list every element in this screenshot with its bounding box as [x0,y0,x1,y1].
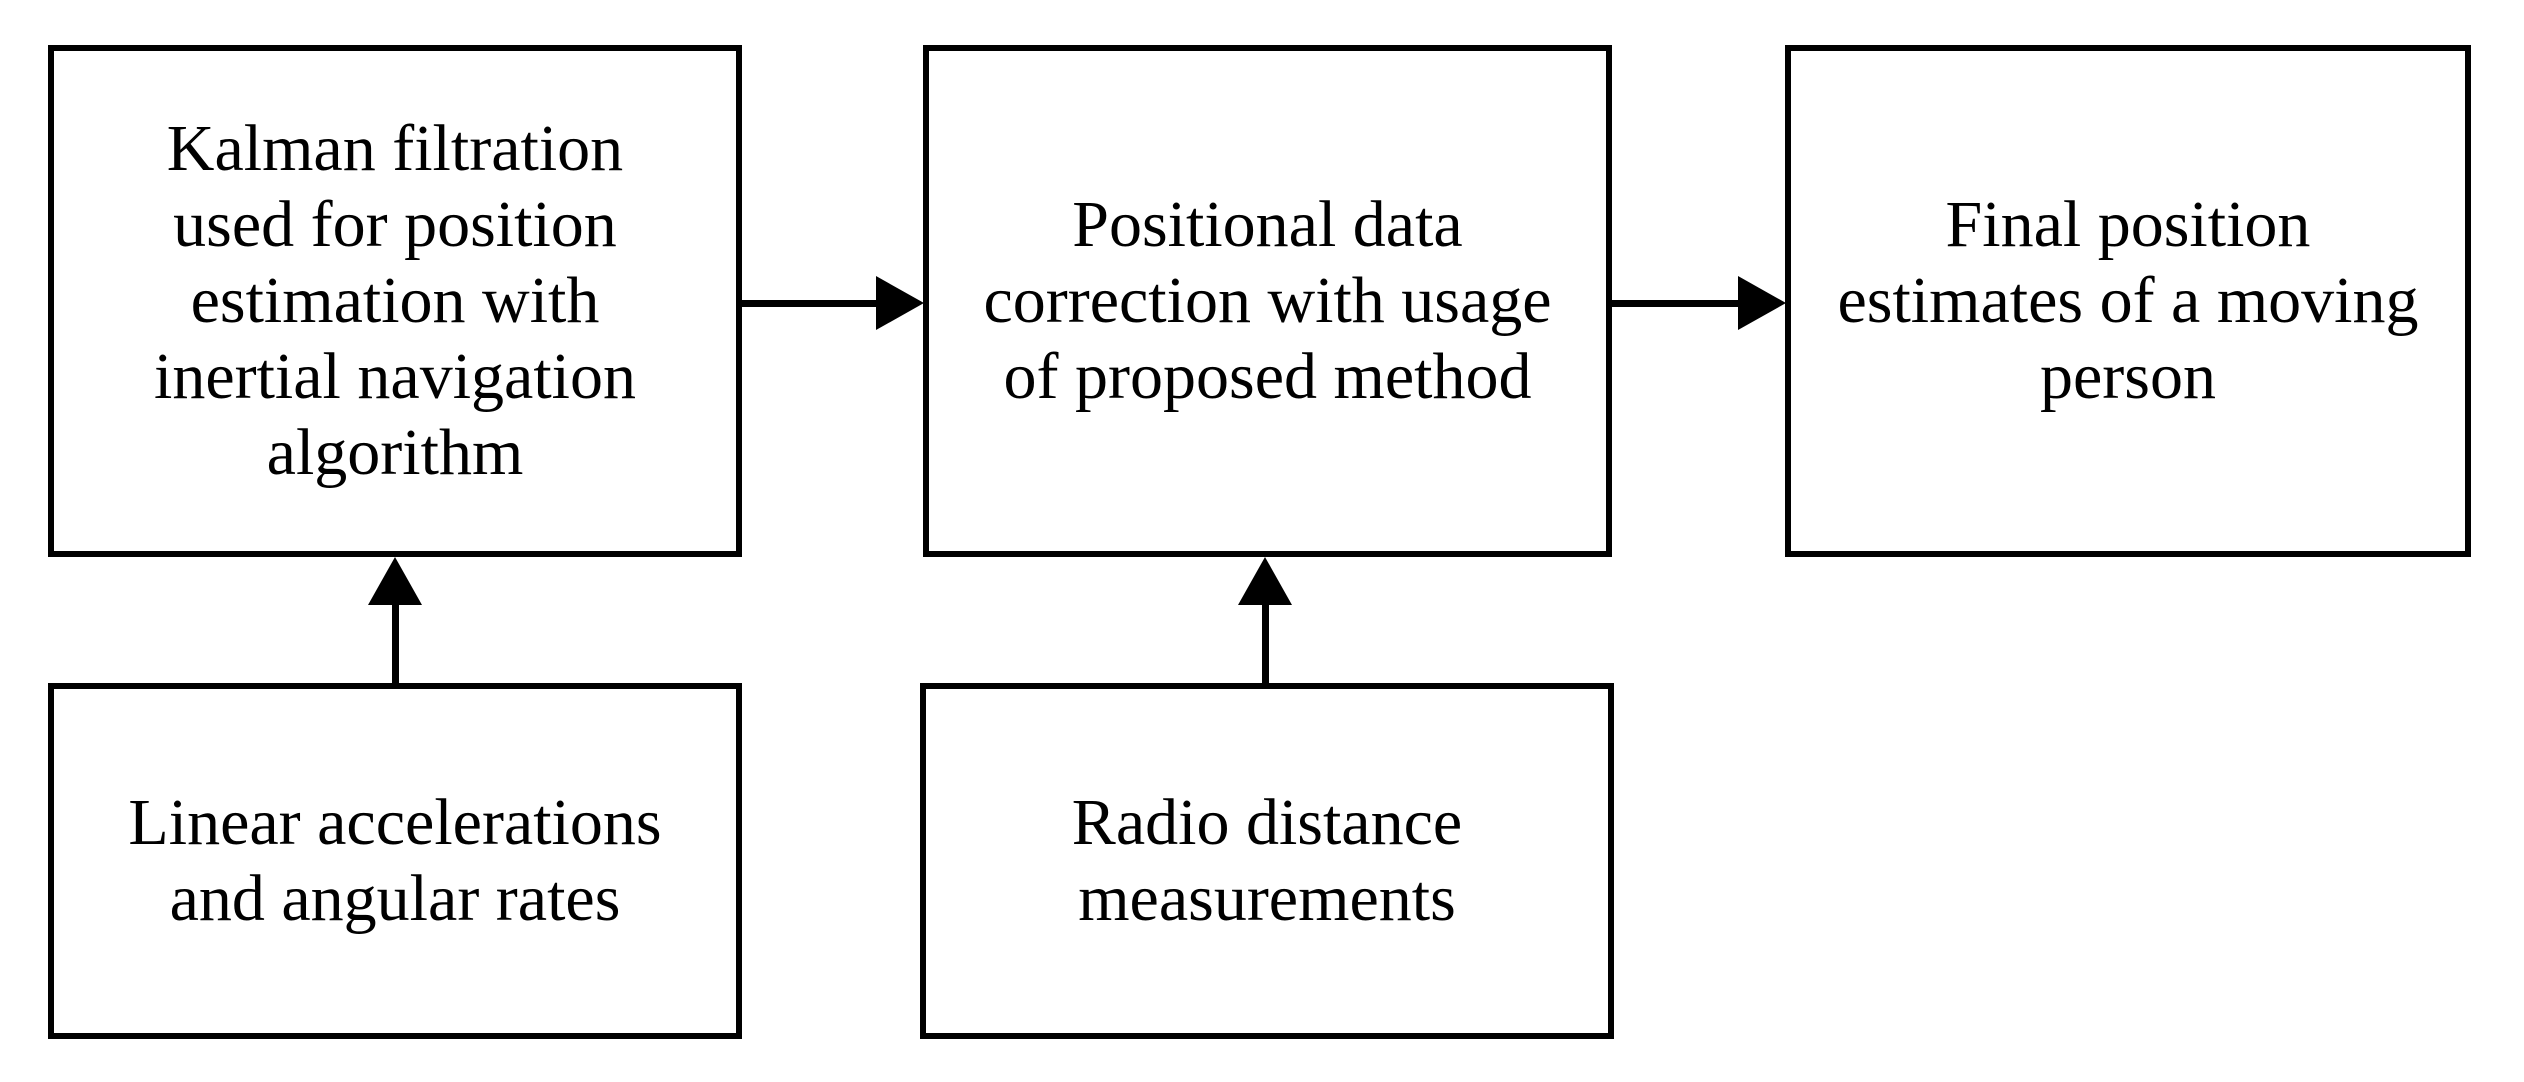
arrow-kalman-to-correction-right-arrowhead-icon [876,276,924,330]
arrow-imu-to-kalman-line [392,601,399,683]
node-radio-distance: Radio distance measurements [920,683,1614,1039]
node-final-position-estimates-label: Final position estimates of a moving per… [1837,188,2419,413]
node-kalman-filtration: Kalman filtration used for position esti… [48,45,742,557]
arrow-radio-to-correction-line [1262,601,1269,683]
arrow-correction-to-final-right-arrowhead-icon [1738,276,1786,330]
node-positional-data-correction-label: Positional data correction with usage of… [983,188,1552,413]
arrow-imu-to-kalman-up-arrowhead-icon [368,557,422,605]
node-final-position-estimates: Final position estimates of a moving per… [1785,45,2471,557]
arrow-correction-to-final-line [1612,300,1742,307]
node-linear-accelerations-label: Linear accelerations and angular rates [128,786,662,935]
node-linear-accelerations: Linear accelerations and angular rates [48,683,742,1039]
arrow-kalman-to-correction-line [742,300,882,307]
arrow-radio-to-correction-up-arrowhead-icon [1238,557,1292,605]
node-kalman-filtration-label: Kalman filtration used for position esti… [153,112,636,489]
node-positional-data-correction: Positional data correction with usage of… [923,45,1612,557]
node-radio-distance-label: Radio distance measurements [1071,786,1463,935]
